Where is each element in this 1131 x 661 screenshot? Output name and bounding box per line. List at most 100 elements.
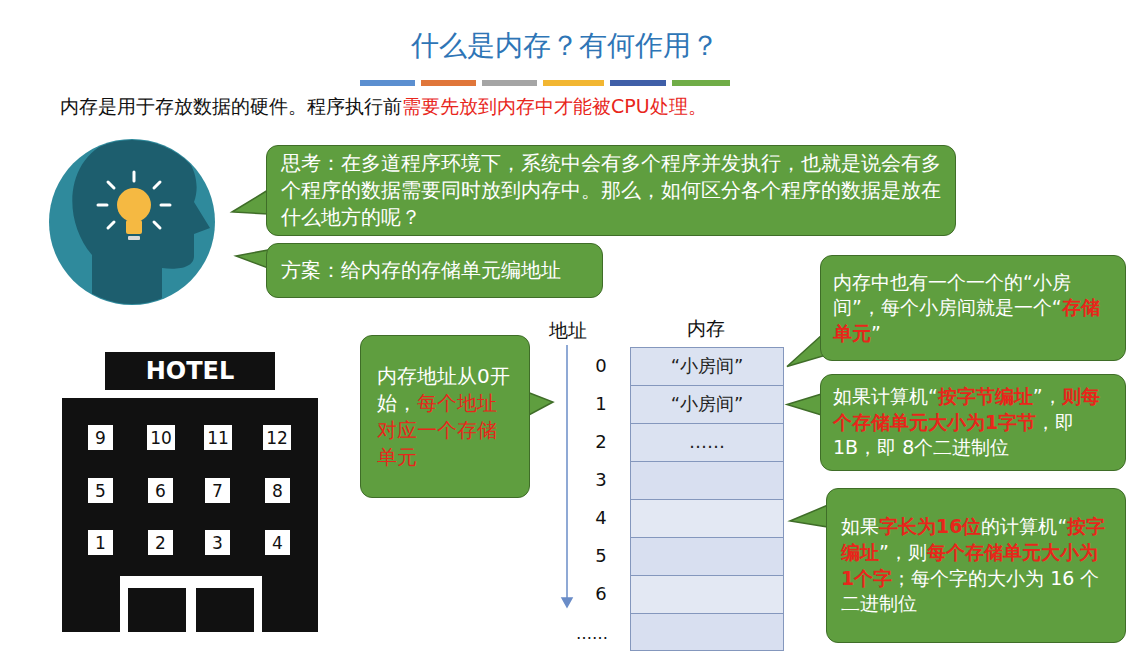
address-arrow bbox=[562, 345, 572, 607]
head-icon-part-part bbox=[108, 182, 114, 188]
highlight-text: 字长为16位 bbox=[879, 515, 981, 537]
hotel-building-part bbox=[120, 576, 262, 632]
room-number: 4 bbox=[272, 533, 283, 553]
address-arrow-part bbox=[562, 598, 572, 607]
address-number: 1 bbox=[595, 393, 606, 415]
head-icon-part-part bbox=[161, 204, 170, 207]
column-label: 内存 bbox=[687, 317, 725, 340]
highlight-text: 按字节编址 bbox=[938, 385, 1033, 407]
hotel-building-part-part bbox=[88, 478, 113, 503]
intro-text: 内存是用于存放数据的硬件。程序执行前 bbox=[60, 95, 402, 118]
hotel-building-part bbox=[128, 588, 186, 632]
hotel-building-part-part bbox=[88, 530, 113, 555]
head-icon-part bbox=[98, 172, 170, 228]
address-note: 内存地址从0开始，每个地址对应一个存储单元 bbox=[360, 335, 530, 498]
head-icon-part-part bbox=[133, 172, 136, 181]
address-number: 5 bbox=[595, 545, 606, 567]
head-icon-part bbox=[117, 188, 151, 222]
hotel-building-part bbox=[196, 588, 254, 632]
intro-highlight: 需要先放到内存中才能被CPU处理。 bbox=[402, 95, 707, 118]
text-block: 如果计算机“按字节编址”，则每个存储单元大小为1字节，即 1B，即 8个二进制位 bbox=[833, 384, 1113, 461]
hotel-sign: HOTEL bbox=[146, 357, 235, 386]
title-bars-part bbox=[543, 80, 604, 86]
byte-address-note: 如果计算机“按字节编址”，则每个存储单元大小为1字节，即 1B，即 8个二进制位 bbox=[820, 374, 1126, 471]
address-number: 6 bbox=[595, 583, 606, 605]
callout-pointer bbox=[787, 394, 823, 416]
memory-cells bbox=[631, 462, 784, 651]
word-address-note: 如果字长为16位的计算机“按字编址”，则每个存储单元大小为1个字；每个字的大小为… bbox=[826, 488, 1126, 643]
address-number: 4 bbox=[595, 507, 606, 529]
hotel-building bbox=[62, 352, 318, 632]
address-number: 3 bbox=[595, 469, 606, 491]
memory-cells-part bbox=[631, 462, 784, 500]
body-text: 如果 bbox=[841, 515, 879, 537]
text-block: “小房间” bbox=[635, 392, 779, 416]
body-text: “小房间” bbox=[671, 393, 744, 414]
room-number: 6 bbox=[155, 481, 166, 501]
hotel-building-part bbox=[88, 425, 291, 555]
hotel-building-part-part bbox=[265, 478, 290, 503]
room-number: 9 bbox=[95, 428, 106, 448]
slide-title: 什么是内存？有何作用？ bbox=[411, 29, 719, 63]
body-text: “小房间” bbox=[671, 355, 744, 376]
body-text: …… bbox=[689, 431, 725, 452]
text-block: 内存中也有一个一个的“小房间”，每个小房间就是一个“存储单元” bbox=[833, 270, 1113, 347]
address-number: 0 bbox=[595, 355, 606, 377]
room-number: 5 bbox=[95, 481, 106, 501]
head-icon-part-part bbox=[154, 222, 160, 228]
hotel-building-part-part bbox=[148, 478, 173, 503]
hotel-building-part-part bbox=[204, 425, 232, 450]
memory-cells-part bbox=[631, 614, 784, 651]
callout-tails-part bbox=[236, 250, 268, 268]
memory-cells-part bbox=[631, 576, 784, 614]
text-block: “小房间” bbox=[635, 354, 779, 378]
hotel-building-part-part bbox=[148, 530, 173, 555]
text-block: 方案：给内存的存储单元编地址 bbox=[281, 257, 588, 284]
room-number: 7 bbox=[212, 481, 223, 501]
callout-tails bbox=[232, 190, 828, 527]
hotel-building-part bbox=[62, 398, 318, 632]
title-bars-part bbox=[421, 80, 476, 86]
solution-bubble: 方案：给内存的存储单元编地址 bbox=[266, 243, 603, 298]
ellipsis: …… bbox=[576, 624, 608, 643]
title-bars-part bbox=[482, 80, 537, 86]
storage-unit-note: 内存中也有一个一个的“小房间”，每个小房间就是一个“存储单元” bbox=[820, 255, 1126, 361]
memory-cell: “小房间” bbox=[630, 385, 784, 424]
room-number: 11 bbox=[207, 428, 229, 448]
room-number: 1 bbox=[95, 533, 106, 553]
title-bars-part bbox=[610, 80, 666, 86]
callout-tails-part bbox=[232, 190, 268, 214]
text-block: …… bbox=[635, 430, 779, 454]
hotel-building-part-part bbox=[205, 478, 230, 503]
address-arrow-part bbox=[566, 345, 568, 600]
room-number: 10 bbox=[150, 428, 172, 448]
hotel-building-part-part bbox=[263, 425, 291, 450]
room-number: 3 bbox=[212, 533, 223, 553]
room-number: 8 bbox=[272, 481, 283, 501]
callout-tails-part bbox=[790, 505, 828, 527]
memory-cells-part bbox=[631, 538, 784, 576]
text-block: 如果字长为16位的计算机“按字编址”，则每个存储单元大小为1个字；每个字的大小为… bbox=[841, 514, 1111, 617]
body-text: 方案：给内存的存储单元编地址 bbox=[281, 258, 561, 282]
head-icon bbox=[49, 136, 215, 310]
axis-label: 地址 bbox=[549, 319, 587, 342]
body-text: ” bbox=[871, 322, 881, 344]
memory-cell: “小房间” bbox=[630, 347, 784, 386]
thought-bubble: 思考：在多道程序环境下，系统中会有多个程序并发执行，也就是说会有多个程序的数据需… bbox=[266, 145, 956, 236]
body-text: ”， bbox=[1033, 385, 1062, 407]
hotel-building-part-part bbox=[205, 530, 230, 555]
title-bars-part bbox=[360, 80, 415, 86]
memory-cell: …… bbox=[630, 423, 784, 462]
callout-tails-part bbox=[527, 392, 553, 416]
text-block: 思考：在多道程序环境下，系统中会有多个程序并发执行，也就是说会有多个程序的数据需… bbox=[281, 150, 941, 231]
body-text: 内存中也有一个一个的“小房间”，每个小房间就是一个“ bbox=[833, 271, 1071, 319]
head-icon-part-part bbox=[98, 204, 107, 207]
hotel-building-part-part bbox=[88, 425, 113, 450]
title-bars-part bbox=[672, 80, 730, 86]
head-icon-part bbox=[72, 136, 210, 310]
head-icon-part bbox=[126, 220, 142, 234]
body-text: 思考：在多道程序环境下，系统中会有多个程序并发执行，也就是说会有多个程序的数据需… bbox=[281, 151, 941, 229]
body-text: 的计算机“ bbox=[981, 515, 1067, 537]
hotel-building-part bbox=[105, 352, 275, 390]
